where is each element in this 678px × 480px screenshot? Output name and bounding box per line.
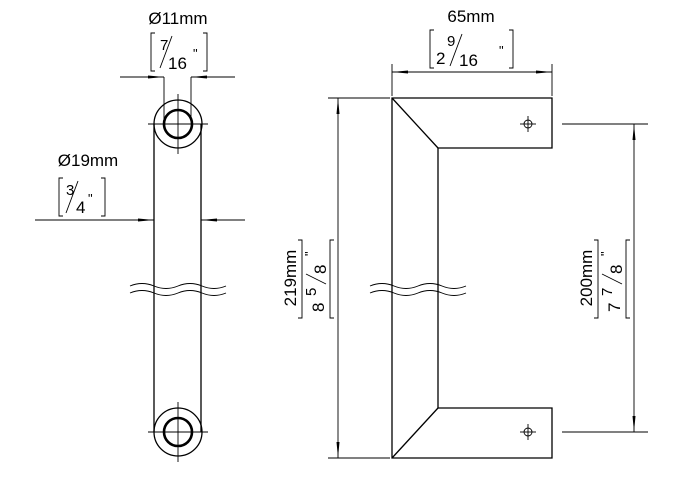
projection-whole: 2 — [436, 49, 445, 68]
centers-whole: 7 — [605, 303, 624, 312]
hole-diameter-dimension: Ø11mm 7 16 " — [120, 9, 235, 122]
inch-mark: " — [302, 251, 317, 256]
projection-fraction-den: 16 — [459, 51, 478, 70]
projection-dimension: 65mm 2 9 16 " — [391, 7, 553, 96]
top-hole — [148, 94, 208, 154]
length-fraction-den: 8 — [311, 265, 330, 274]
hole-diameter-metric: Ø11mm — [148, 9, 207, 28]
bar-diameter-metric: Ø19mm — [58, 151, 118, 170]
hole-fraction-den: 16 — [168, 54, 187, 73]
side-view: 65mm 2 9 16 " 219mm 8 5 8 " 200mm 7 — [281, 7, 648, 459]
end-view: Ø11mm 7 16 " Ø19mm 3 4 " — [35, 9, 245, 462]
inch-mark: " — [88, 191, 93, 206]
hole-centers-dimension: 200mm 7 7 8 " — [562, 123, 648, 433]
length-fraction-num: 5 — [303, 288, 320, 296]
break-lines — [129, 283, 227, 296]
inch-mark: " — [598, 251, 613, 256]
inch-mark: " — [193, 46, 198, 61]
overall-length-dimension: 219mm 8 5 8 " — [281, 97, 390, 459]
length-whole: 8 — [309, 303, 328, 312]
hole-marker-bottom — [520, 424, 536, 440]
hole-fraction-num: 7 — [160, 37, 168, 54]
overall-length-metric: 219mm — [281, 250, 300, 307]
projection-fraction-num: 9 — [447, 33, 455, 50]
projection-metric: 65mm — [447, 7, 494, 26]
bar-fraction-den: 4 — [76, 198, 85, 217]
hole-centers-metric: 200mm — [577, 250, 596, 307]
bar-fraction-num: 3 — [66, 182, 74, 199]
bottom-hole — [148, 402, 208, 462]
break-lines — [369, 283, 467, 296]
centers-fraction-num: 7 — [599, 288, 616, 296]
hole-marker-top — [520, 116, 536, 132]
bar-diameter-dimension: Ø19mm 3 4 " — [35, 151, 245, 222]
inch-mark: " — [499, 43, 504, 58]
centers-fraction-den: 8 — [607, 265, 626, 274]
